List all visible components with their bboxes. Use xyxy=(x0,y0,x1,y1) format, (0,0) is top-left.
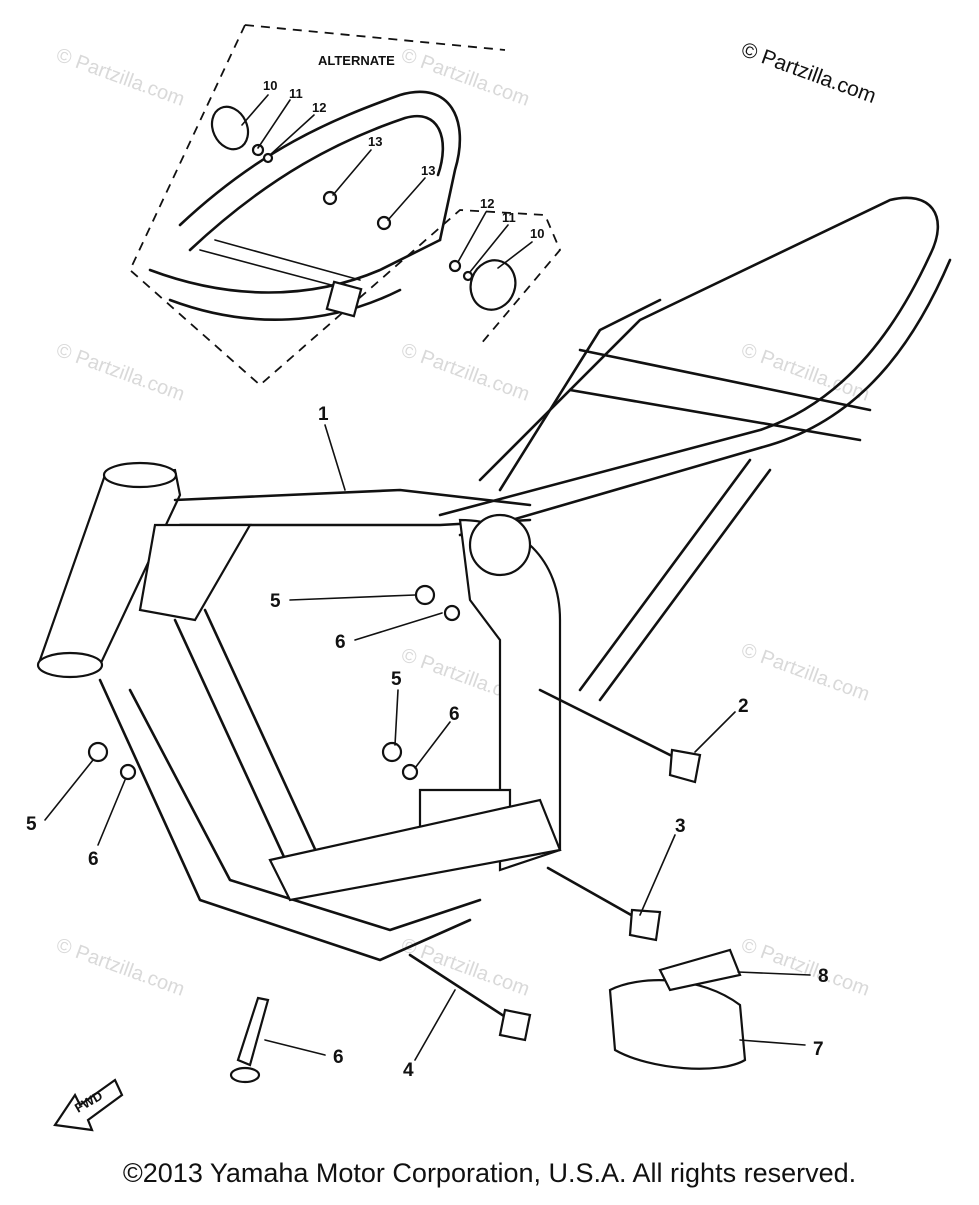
callout-1: 1 xyxy=(318,404,329,425)
callout-6: 6 xyxy=(88,849,99,870)
watermark: © Partzilla.com xyxy=(398,339,532,406)
callout-13: 13 xyxy=(421,163,435,178)
watermark: © Partzilla.com xyxy=(398,44,532,111)
fwd-arrow-icon: FWD xyxy=(53,1078,124,1132)
callout-6: 6 xyxy=(335,632,346,653)
callout-4: 4 xyxy=(403,1060,414,1081)
frame xyxy=(36,196,952,1084)
callout-5: 5 xyxy=(270,591,281,612)
callout-11: 11 xyxy=(289,86,303,101)
callout-2: 2 xyxy=(738,696,749,717)
callouts: 1 2 3 4 5 5 5 6 6 6 6 7 8 xyxy=(26,404,829,1081)
callout-10: 10 xyxy=(263,78,277,93)
callout-7: 7 xyxy=(813,1039,824,1060)
callout-8: 8 xyxy=(818,966,829,987)
copyright-partzilla: © Partzilla.com xyxy=(738,38,879,108)
footer-copyright: ©2013 Yamaha Motor Corporation, U.S.A. A… xyxy=(122,1158,857,1188)
leader-lines xyxy=(44,424,811,1061)
callout-5: 5 xyxy=(26,814,37,835)
callout-13: 13 xyxy=(368,134,382,149)
watermark: © Partzilla.com xyxy=(53,339,187,406)
callout-6: 6 xyxy=(449,704,460,725)
watermark: © Partzilla.com xyxy=(53,44,187,111)
alternate-label: ALTERNATE xyxy=(318,53,395,68)
callout-12: 12 xyxy=(312,100,326,115)
callout-10: 10 xyxy=(530,226,544,241)
callout-12: 12 xyxy=(480,196,494,211)
watermark: © Partzilla.com xyxy=(53,934,187,1001)
callout-11: 11 xyxy=(502,210,516,225)
callout-3: 3 xyxy=(675,816,686,837)
watermark: © Partzilla.com xyxy=(738,934,872,1001)
callout-5: 5 xyxy=(391,669,402,690)
alternate-inset: ALTERNATE 10 11 12 13 13 12 11 10 xyxy=(128,24,562,387)
watermark: © Partzilla.com xyxy=(738,639,872,706)
callout-6: 6 xyxy=(333,1047,344,1068)
